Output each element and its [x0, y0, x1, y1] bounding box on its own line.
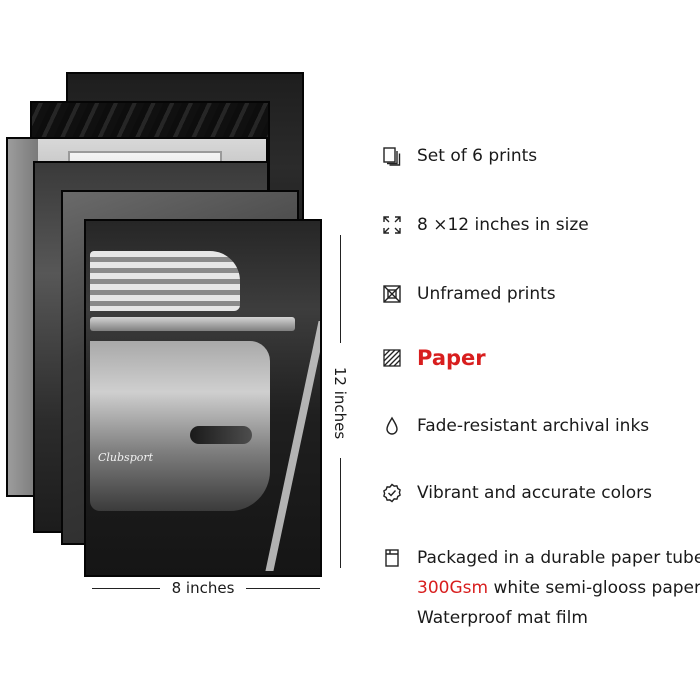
paper-tube-icon	[382, 548, 402, 568]
width-dimension-label: 8 inches	[171, 579, 235, 597]
expand-arrows-icon	[382, 215, 402, 235]
feature-text: Unframed prints	[417, 284, 556, 304]
feature-text: 8 ×12 inches in size	[417, 215, 589, 235]
crossed-frame-icon	[382, 284, 402, 304]
check-badge-icon	[382, 483, 402, 503]
film-spec-line: Waterproof mat film	[417, 608, 588, 628]
feature-colors: Vibrant and accurate colors	[382, 483, 652, 503]
car-roof	[90, 251, 240, 311]
height-dimension-label: 12 inches	[331, 366, 349, 440]
car-illustration: Clubsport	[90, 251, 295, 521]
width-dimension-line-right	[246, 588, 320, 589]
feature-inks: Fade-resistant archival inks	[382, 416, 649, 436]
feature-text: Fade-resistant archival inks	[417, 416, 650, 436]
hatched-square-icon	[382, 348, 402, 368]
paper-spec-line: 300Gsm white semi-glooss paper	[417, 578, 700, 598]
feature-unframed: Unframed prints	[382, 284, 556, 304]
height-dimension-line-top	[340, 235, 341, 343]
width-dimension-line-left	[92, 588, 160, 589]
car-badge: Clubsport	[98, 451, 154, 464]
feature-set-of-prints: Set of 6 prints	[382, 146, 537, 166]
stack-pages-icon	[382, 146, 402, 166]
feature-text: Packaged in a durable paper tube	[417, 548, 700, 568]
paper-weight: 300Gsm	[417, 578, 489, 598]
paper-description: white semi-glooss paper	[488, 578, 700, 598]
feature-paper: Paper	[382, 346, 486, 370]
car-rear-wing	[90, 317, 295, 331]
height-dimension-line-bottom	[340, 458, 341, 568]
print-image-6-car: Clubsport	[84, 219, 322, 577]
feature-size: 8 ×12 inches in size	[382, 215, 589, 235]
feature-text: Set of 6 prints	[417, 146, 538, 166]
droplet-icon	[382, 416, 402, 436]
feature-text: Vibrant and accurate colors	[417, 483, 652, 503]
feature-packaging: Packaged in a durable paper tube	[382, 548, 700, 568]
feature-text: Paper	[417, 346, 486, 370]
car-taillight	[190, 426, 252, 444]
